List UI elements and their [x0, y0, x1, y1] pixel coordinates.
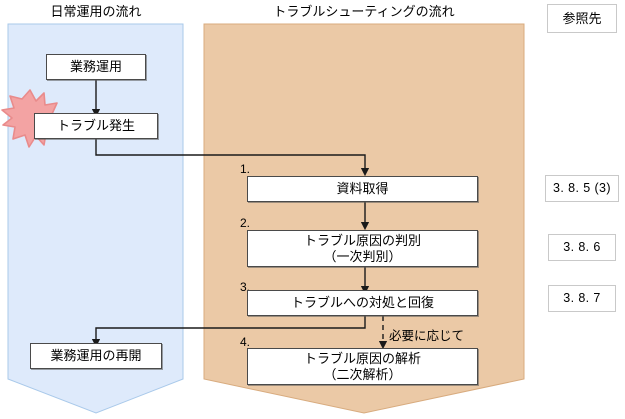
step-box-3: トラブルへの対処と回復: [247, 290, 478, 316]
node-operation-resume: 業務運用の再開: [30, 343, 162, 369]
step-box-4-line2: （二次解析）: [323, 366, 402, 382]
step-box-1-line1: 資料取得: [336, 181, 389, 196]
step-box-4: トラブル原因の解析 （二次解析）: [247, 348, 478, 385]
step-box-2-line2: （一次判別）: [323, 248, 402, 264]
node-operation: 業務運用: [46, 54, 146, 80]
reference-step-2: 3. 8. 6: [548, 234, 616, 261]
step-box-2: トラブル原因の判別 （一次判別）: [247, 230, 478, 267]
node-operation-label: 業務運用: [69, 59, 122, 74]
step-box-3-line1: トラブルへの対処と回復: [290, 295, 434, 310]
step-box-2-line1: トラブル原因の判別: [303, 232, 421, 248]
reference-column-header: 参照先: [547, 4, 617, 33]
step-box-1: 資料取得: [247, 176, 478, 202]
step-number-4: 4.: [240, 335, 251, 349]
optional-edge-label: 必要に応じて: [389, 329, 465, 343]
reference-step-2-label: 3. 8. 6: [563, 240, 601, 254]
edge-step3-to-resume: [91, 316, 366, 348]
step-number-1: 1.: [240, 162, 251, 176]
node-trouble-occurs: トラブル発生: [34, 113, 158, 139]
column-title-troubleshooting: トラブルシューティングの流れ: [273, 4, 455, 19]
step-number-3: 3.: [240, 280, 251, 294]
step-box-4-line1: トラブル原因の解析: [303, 350, 421, 366]
reference-step-3: 3. 8. 7: [548, 285, 616, 312]
edge-trouble-to-step1: [95, 139, 370, 177]
reference-step-3-label: 3. 8. 7: [563, 291, 601, 305]
step-number-2: 2.: [240, 216, 251, 230]
node-trouble-occurs-label: トラブル発生: [56, 118, 135, 133]
reference-column-header-label: 参照先: [562, 11, 602, 26]
node-operation-resume-label: 業務運用の再開: [50, 348, 142, 363]
reference-step-1-label: 3. 8. 5 (3): [553, 181, 611, 195]
column-title-daily: 日常運用の流れ: [50, 4, 142, 19]
reference-step-1: 3. 8. 5 (3): [545, 175, 619, 202]
